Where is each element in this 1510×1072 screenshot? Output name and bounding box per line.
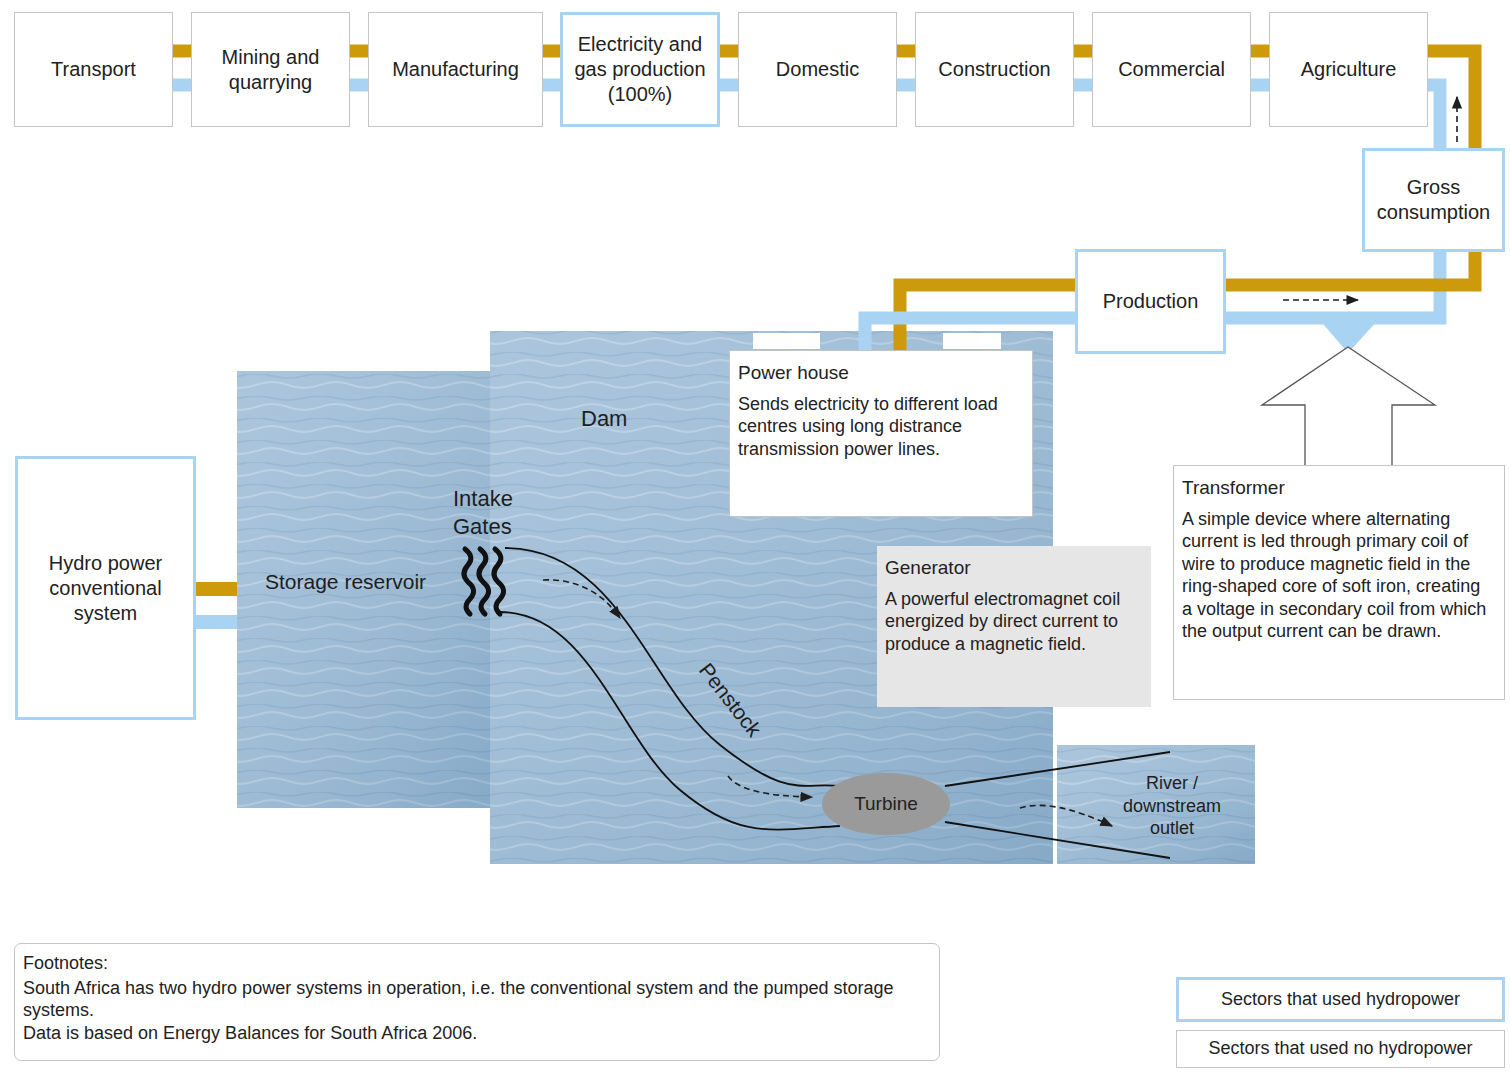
flow-band <box>865 285 1075 350</box>
box-text: Manufacturing <box>392 57 519 82</box>
flow-band <box>720 51 738 85</box>
flow-band-path <box>1074 79 1092 92</box>
flow-band-path <box>720 45 738 58</box>
part-label: Storage reservoir <box>265 569 426 595</box>
flow-band-path <box>1251 45 1269 58</box>
flow-band <box>897 51 915 85</box>
legend-text: Sectors that used hydropower <box>1221 989 1460 1011</box>
flow-band-path <box>543 45 560 58</box>
sector-box: Construction <box>915 12 1074 127</box>
production-box: Production <box>1075 249 1226 354</box>
box-text: South Africa has two hydro power systems… <box>23 977 931 1022</box>
callout-box: Power houseSends electricity to differen… <box>729 350 1033 517</box>
total-box: Gross consumption <box>1362 148 1505 252</box>
flow-band-path <box>350 45 368 58</box>
flow-band-path <box>897 79 915 92</box>
box-text: Domestic <box>776 57 859 82</box>
box-text: Gross consumption <box>1373 175 1494 225</box>
sector-box: Commercial <box>1092 12 1251 127</box>
flow-band-path <box>173 45 191 58</box>
part-label: Dam <box>581 405 627 433</box>
flow-band <box>173 51 191 85</box>
transformer-arrow <box>1262 347 1435 466</box>
legend-swatch: Sectors that used no hydropower <box>1176 1030 1505 1068</box>
flow-band-path <box>1074 45 1092 58</box>
box-text: Transport <box>51 57 136 82</box>
flow-band-path <box>173 79 191 92</box>
source-box: Hydro power conventional system <box>15 456 196 720</box>
part-label: Intake Gates <box>453 485 533 540</box>
box-text: Commercial <box>1118 57 1225 82</box>
box-text: A simple device where alternating curren… <box>1182 508 1494 643</box>
box-text: Electricity and gas production (100%) <box>571 32 709 107</box>
flow-band-path <box>350 79 368 92</box>
sector-box: Domestic <box>738 12 897 127</box>
box-text: Data is based on Energy Balances for Sou… <box>23 1022 931 1045</box>
flow-band <box>1251 51 1269 85</box>
box-heading: Generator <box>885 556 1141 580</box>
flow-band-path <box>897 45 915 58</box>
box-text: Turbine <box>854 792 918 816</box>
legend-text: Sectors that used no hydropower <box>1208 1038 1472 1060</box>
sector-box: Agriculture <box>1269 12 1428 127</box>
sector-box: Transport <box>14 12 173 127</box>
sector-box: Mining and quarrying <box>191 12 350 127</box>
flow-arrow <box>543 97 1457 826</box>
turbine-ellipse-shape <box>822 773 950 835</box>
callout-box: Generator A powerful electromagnet coil e… <box>877 546 1151 707</box>
flow-band <box>543 51 560 85</box>
part-label: River / downstream outlet <box>1108 772 1236 840</box>
sector-box: Manufacturing <box>368 12 543 127</box>
box-text: Hydro power conventional system <box>26 551 185 626</box>
box-text: A powerful electromagnet coil energized … <box>885 588 1141 656</box>
intake-gates-symbol <box>464 549 504 614</box>
box-text: Construction <box>938 57 1050 82</box>
callout-box: Transformer A simple device where alterna… <box>1173 465 1505 700</box>
flow-band <box>350 51 368 85</box>
box-text: Mining and quarrying <box>200 45 341 95</box>
turbine-ellipse: Turbine <box>821 772 951 836</box>
water-background <box>237 331 1255 864</box>
flow-band <box>1428 85 1440 148</box>
flow-band-path <box>1251 79 1269 92</box>
flow-band-path <box>720 79 738 92</box>
flow-band-path <box>865 318 1075 350</box>
box-text: Agriculture <box>1301 57 1397 82</box>
box-text: Sends electricity to different load cent… <box>738 393 1022 461</box>
box-heading: Transformer <box>1182 476 1494 500</box>
source-band-stub <box>196 582 237 629</box>
footnote-box: Footnotes:South Africa has two hydro pow… <box>14 943 940 1061</box>
legend-swatch: Sectors that used hydropower <box>1176 977 1505 1022</box>
sector-box: Electricity and gas production (100%) <box>560 12 720 127</box>
box-heading: Footnotes: <box>23 952 931 975</box>
box-heading: Power house <box>738 361 1022 385</box>
flow-band-path <box>543 79 560 92</box>
flow-band-path <box>1428 85 1440 148</box>
flow-band <box>1074 51 1092 85</box>
box-text: Production <box>1103 289 1199 314</box>
